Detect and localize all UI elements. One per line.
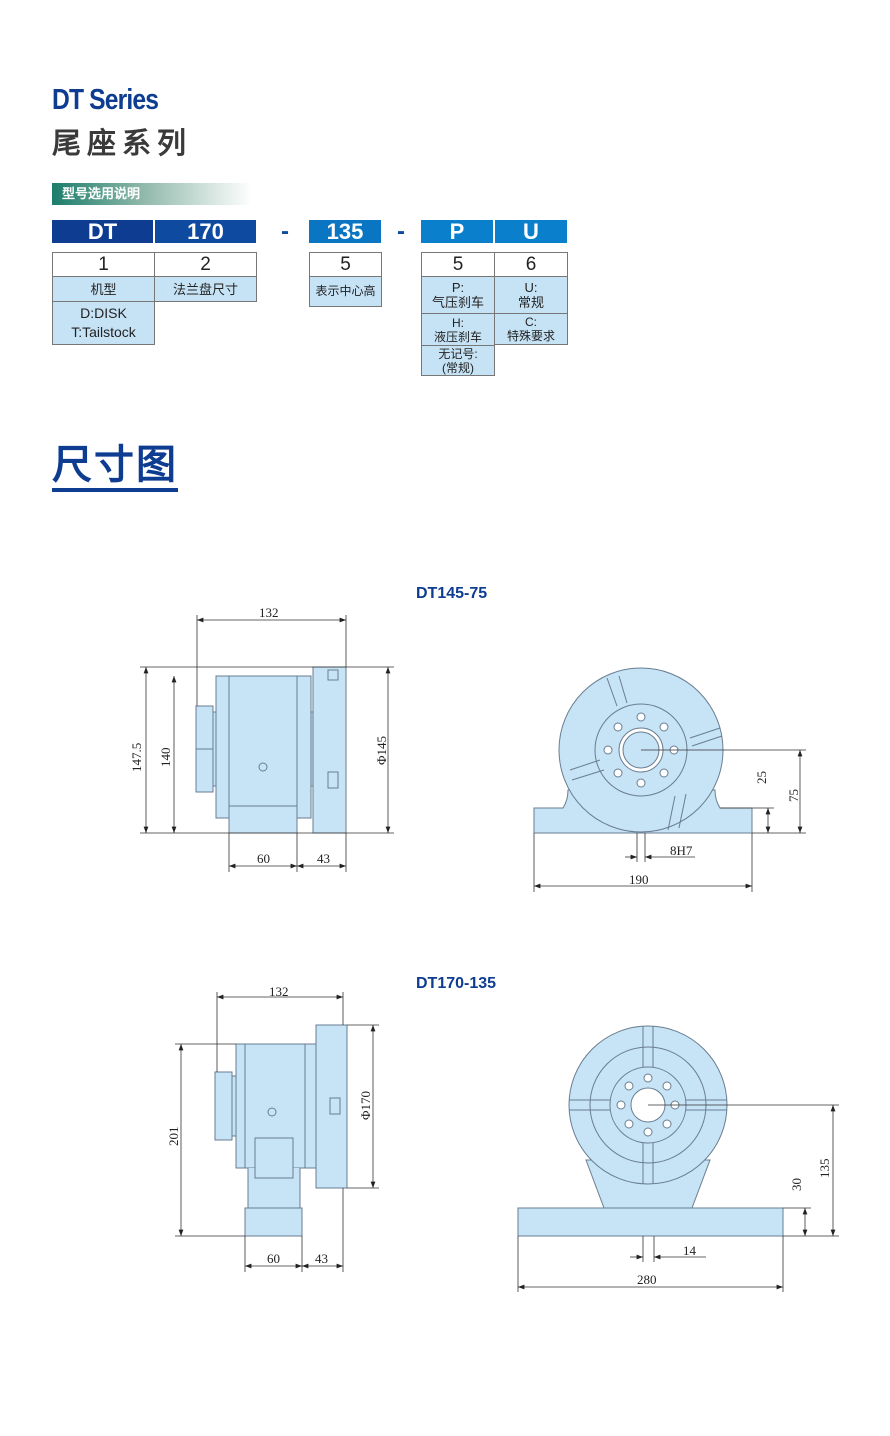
dim-length: 132 bbox=[259, 605, 279, 620]
dimension-lines bbox=[140, 615, 839, 1292]
desc-text: 液压刹车 bbox=[433, 329, 482, 344]
desc-text: P: bbox=[451, 280, 465, 295]
code-number: 6 bbox=[494, 252, 568, 277]
dim-height: 140 bbox=[158, 748, 173, 768]
dim-a: 60 bbox=[257, 851, 270, 866]
desc-text: C: bbox=[525, 315, 537, 329]
desc-text: 机型 bbox=[90, 281, 117, 297]
dimensions-title: 尺寸图 bbox=[52, 443, 178, 487]
dim-width: 190 bbox=[629, 872, 649, 887]
desc-text: U: bbox=[524, 280, 538, 295]
model-title: DT170-135 bbox=[416, 975, 497, 992]
desc-text: (常规) bbox=[442, 360, 474, 375]
dim-key: 8H7 bbox=[670, 843, 693, 858]
section-label-model-selection: 型号选用说明 bbox=[52, 183, 252, 205]
title-underline bbox=[52, 488, 178, 492]
dim-height: 201 bbox=[166, 1127, 181, 1147]
desc-flange-size: 法兰盘尺寸 bbox=[154, 276, 257, 302]
code-segment-option: U bbox=[495, 220, 567, 244]
code-number: 5 bbox=[421, 252, 495, 277]
desc-no-mark: 无记号:(常规) bbox=[421, 345, 495, 376]
dim-b: 43 bbox=[317, 851, 330, 866]
dim-width: 280 bbox=[637, 1272, 657, 1287]
dim-key: 14 bbox=[683, 1243, 697, 1258]
dim-length: 132 bbox=[269, 984, 289, 999]
code-segment-dt: DT bbox=[52, 220, 153, 244]
desc-text: 表示中心高 bbox=[315, 284, 376, 298]
desc-text: 特殊要求 bbox=[506, 329, 555, 343]
code-dash: - bbox=[281, 218, 289, 245]
desc-text: T:Tailstock bbox=[71, 324, 136, 340]
dim-diameter: Φ170 bbox=[358, 1091, 373, 1120]
code-segment-center: 135 bbox=[309, 220, 381, 244]
dim-b: 43 bbox=[315, 1251, 328, 1266]
code-number: 5 bbox=[309, 252, 382, 277]
front-view-dt145 bbox=[533, 667, 753, 834]
series-title: DT Series bbox=[52, 84, 159, 116]
desc-text: 无记号: bbox=[438, 346, 478, 361]
desc-standard: U:常规 bbox=[494, 276, 568, 314]
desc-text: D:DISK bbox=[80, 305, 127, 321]
model-title: DT145-75 bbox=[416, 585, 488, 602]
code-segment-brake: P bbox=[421, 220, 493, 244]
desc-model-type: 机型 bbox=[52, 276, 155, 302]
code-dash: - bbox=[397, 218, 405, 245]
desc-text: 常规 bbox=[517, 295, 544, 310]
desc-text: 气压刹车 bbox=[431, 295, 484, 310]
dim-height: 147.5 bbox=[129, 743, 144, 772]
side-view-dt145 bbox=[195, 666, 347, 834]
dim-center-height: 75 bbox=[786, 789, 801, 802]
desc-disk-tailstock: D:DISK T:Tailstock bbox=[52, 301, 155, 345]
front-view-dt170 bbox=[517, 1025, 784, 1237]
dim-diameter: Φ145 bbox=[374, 736, 389, 765]
desc-text: 法兰盘尺寸 bbox=[172, 281, 238, 297]
dim-a: 60 bbox=[267, 1251, 280, 1266]
desc-special: C:特殊要求 bbox=[494, 313, 568, 345]
dim-base: 30 bbox=[789, 1178, 804, 1191]
desc-hydraulic-brake: H:液压刹车 bbox=[421, 313, 495, 346]
series-subtitle: 尾座系列 bbox=[52, 128, 193, 160]
desc-text: H: bbox=[452, 315, 464, 330]
desc-center-height: 表示中心高 bbox=[309, 276, 382, 307]
code-segment-flange: 170 bbox=[155, 220, 256, 244]
dim-center-height: 135 bbox=[817, 1159, 832, 1179]
dim-center: 25 bbox=[754, 771, 769, 784]
side-view-dt170 bbox=[214, 1024, 348, 1237]
